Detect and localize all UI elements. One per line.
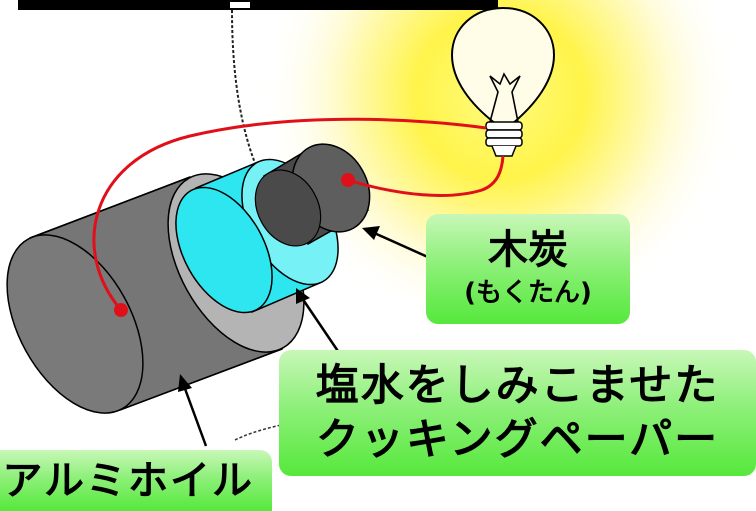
salt-water-paper-label-line1: 塩水をしみこませた xyxy=(315,361,720,411)
aluminum-foil-label-text: アルミホイル xyxy=(2,457,254,504)
charcoal-cylinder xyxy=(254,143,371,247)
wire-charcoal-to-bulb xyxy=(347,155,505,197)
salt-water-paper-label-line2: クッキングペーパー xyxy=(315,415,720,465)
foil-terminal xyxy=(114,303,128,317)
charcoal-label-reading: (もくたん) xyxy=(464,278,592,308)
charcoal-label-main: 木炭 xyxy=(488,227,568,273)
arrow-to-foil xyxy=(178,374,208,447)
salt-water-paper-label: 塩水をしみこませた クッキングペーパー xyxy=(279,350,756,476)
wire-foil-to-bulb xyxy=(92,117,487,311)
charcoal-label: 木炭 (もくたん) xyxy=(426,214,630,324)
charcoal-terminal xyxy=(341,173,355,187)
aluminum-foil-label: アルミホイル xyxy=(0,450,272,511)
arrow-to-charcoal xyxy=(362,226,431,260)
top-bar xyxy=(18,0,498,10)
light-bulb-icon xyxy=(450,6,556,157)
